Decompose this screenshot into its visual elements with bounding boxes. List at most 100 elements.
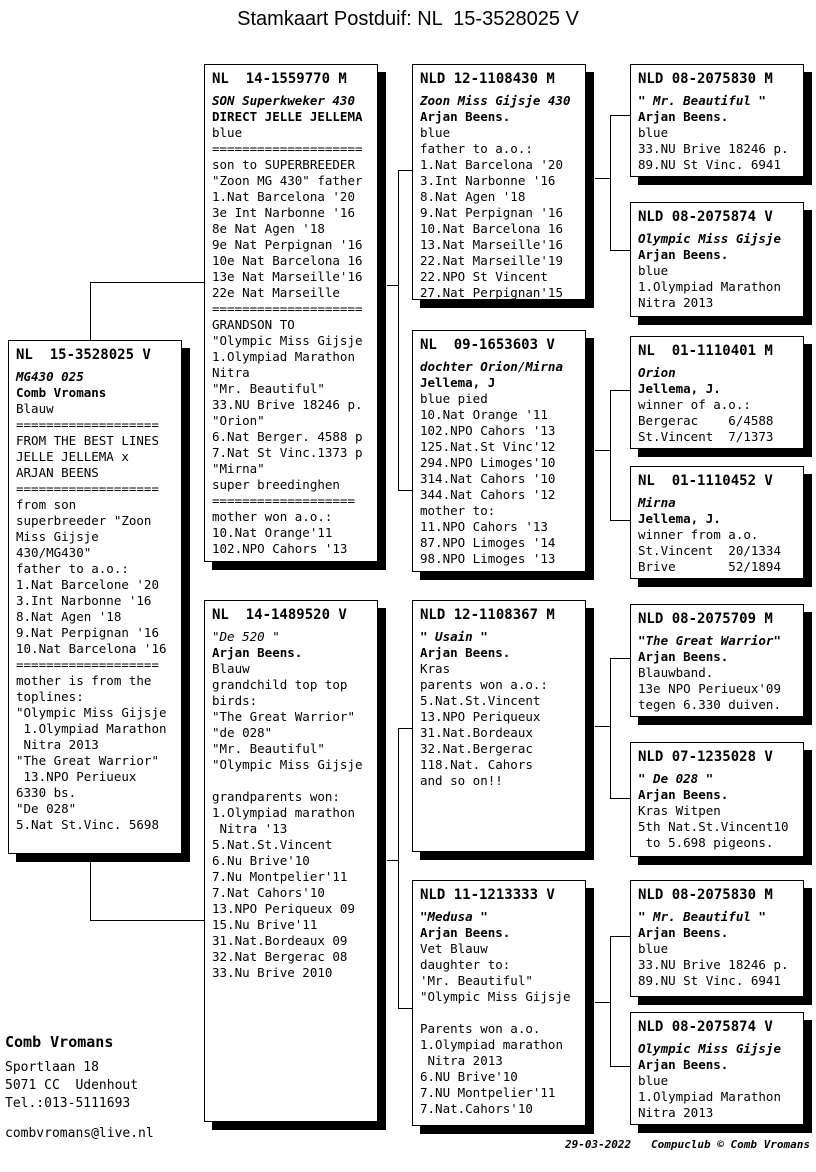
pedigree-line: 10.Nat Orange '11 xyxy=(420,407,548,422)
connector-line xyxy=(610,390,630,391)
pedigree-line: 430/MG430" xyxy=(16,545,92,560)
pedigree-line: ==================== xyxy=(212,141,363,156)
pedigree-line: 6.Nu Brive'10 xyxy=(212,853,310,868)
pedigree-line xyxy=(212,773,377,789)
ring-number: NLD 12-1108430 M xyxy=(420,71,555,87)
pedigree-line: Arjan Beens. xyxy=(420,645,511,660)
pedigree-line: Arjan Beens. xyxy=(420,109,511,124)
pedigree-line: "De 028" xyxy=(16,801,77,816)
pedigree-line: "Medusa " xyxy=(420,909,488,924)
pedigree-line: 27.Nat Perpignan'15 xyxy=(420,285,563,300)
pedigree-line: 13e NPO Periueux'09 xyxy=(638,681,781,696)
pedigree-box-text: "The Great Warrior"Arjan Beens.Blauwband… xyxy=(638,633,803,713)
pedigree-line: 22.Nat Marseille'19 xyxy=(420,253,563,268)
pedigree-line: Bergerac 6/4588 xyxy=(638,413,774,428)
pedigree-line: 6.NU Brive'10 xyxy=(420,1069,518,1084)
pedigree-line: 9e Nat Perpignan '16 xyxy=(212,237,363,252)
pedigree-line: 31.Nat.Bordeaux xyxy=(420,725,533,740)
owner-address-city: 5071 CC Udenhout xyxy=(5,1078,139,1093)
pedigree-line: Nitra xyxy=(212,365,250,380)
owner-phone: Tel.:013-5111693 xyxy=(5,1096,131,1111)
pedigree-line: 22.NPO St Vincent xyxy=(420,269,548,284)
pedigree-line: 33.Nu Brive 2010 xyxy=(212,965,333,980)
pedigree-line: and so on!! xyxy=(420,773,503,788)
pedigree-line: blue xyxy=(638,941,669,956)
pedigree-line: 9.Nat Perpignan '16 xyxy=(420,205,563,220)
connector-line xyxy=(90,282,204,283)
ring-number: NLD 08-2075874 V xyxy=(638,209,773,225)
pedigree-line: 32.Nat.Bergerac xyxy=(420,741,533,756)
ring-number: NL 01-1110452 V xyxy=(638,473,773,489)
pedigree-line: "Orion" xyxy=(212,413,265,428)
pedigree-line: Blauw xyxy=(16,401,54,416)
pedigree-line: 9.Nat Perpignan '16 xyxy=(16,625,159,640)
pedigree-line: winner from a.o. xyxy=(638,527,759,542)
pedigree-line: Kras Witpen xyxy=(638,803,721,818)
owner-name: Comb Vromans xyxy=(5,1033,114,1051)
pedigree-line: ARJAN BEENS xyxy=(16,465,99,480)
pedigree-line: "de 028" xyxy=(212,725,273,740)
pedigree-box-dam: NL 14-1489520 V "De 520 "Arjan Beens.Bla… xyxy=(204,600,378,1122)
pedigree-line: Arjan Beens. xyxy=(212,645,303,660)
pedigree-line: dochter Orion/Mirna xyxy=(420,359,563,374)
connector-line xyxy=(610,658,630,659)
pedigree-line: from son xyxy=(16,497,77,512)
connector-line xyxy=(610,936,630,937)
pedigree-line: Nitra 2013 xyxy=(420,1053,503,1068)
pedigree-box-greatgrandparent-5: NLD 08-2075709 M "The Great Warrior"Arja… xyxy=(630,604,804,717)
connector-line xyxy=(610,936,611,1067)
pedigree-line: FROM THE BEST LINES xyxy=(16,433,159,448)
connector-line xyxy=(398,728,399,1009)
connector-line xyxy=(398,170,399,491)
pedigree-line: 13e Nat Marseille'16 xyxy=(212,269,363,284)
pedigree-line: grandchild top top xyxy=(212,677,348,692)
page-title: Stamkaart Postduif: NL 15-3528025 V xyxy=(237,8,579,30)
pedigree-line: 7.Nat.Cahors'10 xyxy=(420,1101,533,1116)
connector-line xyxy=(610,658,611,798)
connector-line xyxy=(610,115,630,116)
pedigree-line: =================== xyxy=(16,657,159,672)
pedigree-line: " Mr. Beautiful " xyxy=(638,909,766,924)
pedigree-line: ==================== xyxy=(212,301,363,316)
pedigree-line: 1.Olympiad marathon xyxy=(212,805,355,820)
pedigree-line: winner of a.o.: xyxy=(638,397,751,412)
pedigree-line: Jellema, J xyxy=(420,375,496,390)
pedigree-line: daughter to: xyxy=(420,957,511,972)
pedigree-line: 6.Nat Berger. 4588 p xyxy=(212,429,363,444)
pedigree-line: Arjan Beens. xyxy=(638,925,729,940)
pedigree-line: 1.Nat Barcelona '20 xyxy=(420,157,563,172)
ring-number: NLD 08-2075830 M xyxy=(638,887,773,903)
pedigree-box-greatgrandparent-7: NLD 08-2075830 M " Mr. Beautiful "Arjan … xyxy=(630,880,804,997)
pedigree-line: 13.Nat Marseille'16 xyxy=(420,237,563,252)
pedigree-line: 5.Nat.St.Vincent xyxy=(212,837,333,852)
pedigree-line: "The Great Warrior" xyxy=(16,753,159,768)
pedigree-line: Jellema, J. xyxy=(638,381,721,396)
pedigree-line: "Mirna" xyxy=(212,461,265,476)
connector-line xyxy=(610,115,611,251)
pedigree-line: blue xyxy=(638,263,669,278)
pedigree-line: 5th Nat.St.Vincent10 xyxy=(638,819,789,834)
pedigree-line: Arjan Beens. xyxy=(638,109,729,124)
pedigree-line: =================== xyxy=(212,493,355,508)
pedigree-box-greatgrandparent-1: NLD 08-2075830 M " Mr. Beautiful "Arjan … xyxy=(630,64,804,177)
pedigree-line: 13.NPO Periqueux xyxy=(420,709,541,724)
pedigree-box-greatgrandparent-6: NLD 07-1235028 V " De 028 "Arjan Beens.K… xyxy=(630,742,804,857)
pedigree-line: 10.Nat Barcelona 16 xyxy=(420,221,563,236)
connector-line xyxy=(398,728,412,729)
connector-line xyxy=(595,726,610,727)
pedigree-line: blue xyxy=(420,125,451,140)
pedigree-line: St.Vincent 7/1373 xyxy=(638,429,774,444)
pedigree-line: 22e Nat Marseille xyxy=(212,285,340,300)
pedigree-line: blue xyxy=(212,125,243,140)
pedigree-line: 15.Nu Brive'11 xyxy=(212,917,318,932)
